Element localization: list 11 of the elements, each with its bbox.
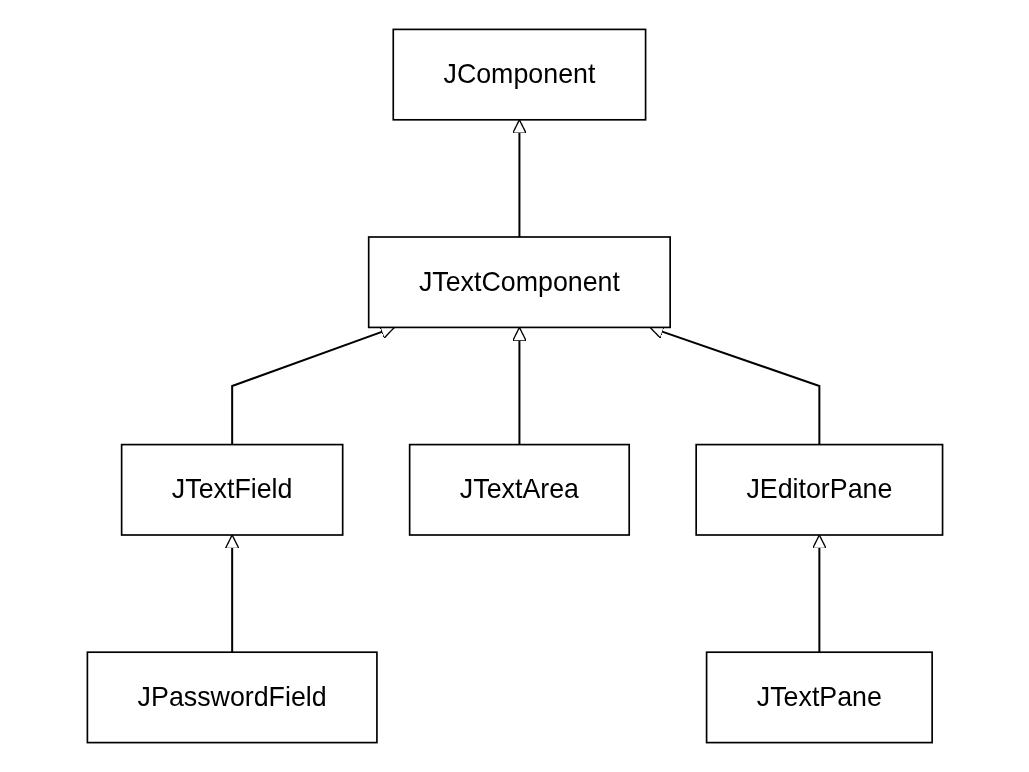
arrow [511,326,527,445]
node-box: JTextField [120,443,344,536]
arrow [811,534,827,653]
arrow [224,534,240,653]
arrow [511,119,527,237]
node-box: JEditorPane [694,443,943,536]
node-box: JComponent [391,28,646,121]
node-box: JTextPane [705,651,933,744]
node-box: JTextComponent [367,236,671,329]
node-box: JTextArea [408,443,630,536]
node-box: JPasswordField [86,651,378,744]
